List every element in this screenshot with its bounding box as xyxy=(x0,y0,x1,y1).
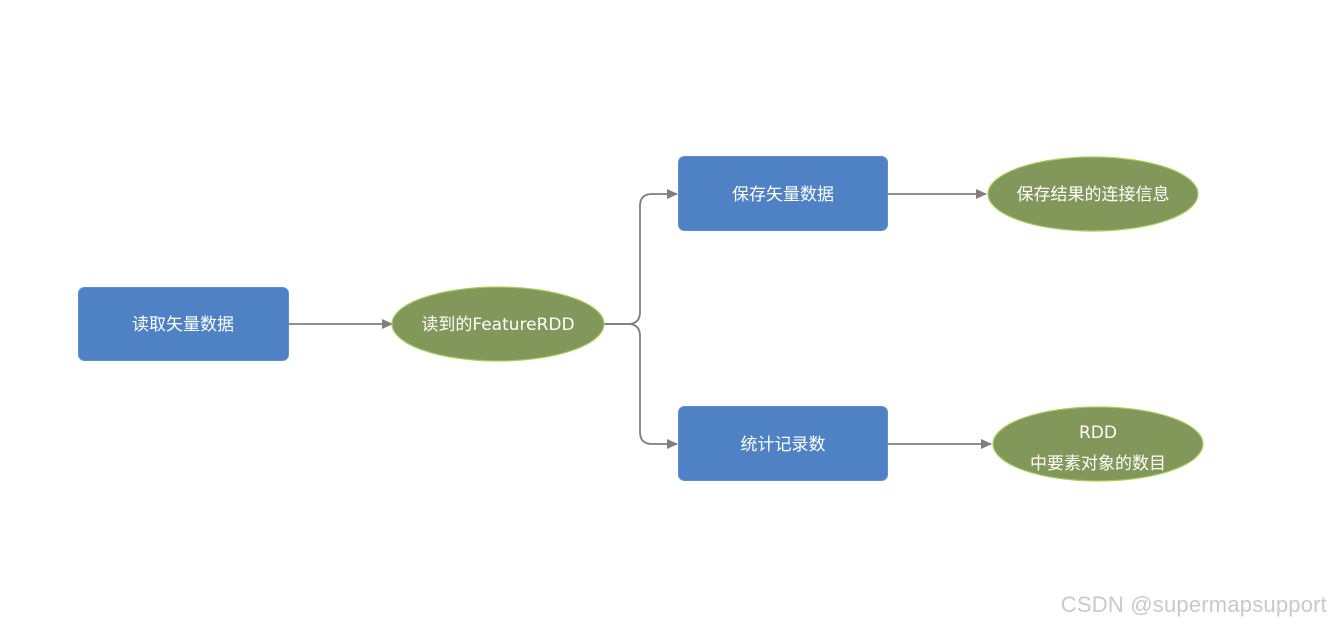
node-feature-rdd-label: 读到的FeatureRDD xyxy=(421,315,574,335)
node-save-vector: 保存矢量数据 xyxy=(678,156,888,231)
node-save-vector-box xyxy=(678,156,888,231)
node-rdd-count: RDD 中要素对象的数目 xyxy=(992,406,1204,482)
node-save-result-label: 保存结果的连接信息 xyxy=(1017,185,1170,205)
node-read-vector-label: 读取矢量数据 xyxy=(132,315,234,335)
node-count-records-box xyxy=(678,406,888,481)
node-read-vector: 读取矢量数据 xyxy=(78,287,289,361)
node-rdd-count-label-line1: RDD xyxy=(1079,423,1117,443)
node-save-result: 保存结果的连接信息 xyxy=(987,156,1199,232)
node-save-vector-label: 保存矢量数据 xyxy=(732,185,834,205)
watermark: CSDN @supermapsupport xyxy=(1060,592,1327,617)
node-feature-rdd: 读到的FeatureRDD xyxy=(391,286,605,362)
node-feature-rdd-ellipse xyxy=(391,286,605,362)
edge-featurerdd-to-save-vector xyxy=(604,189,678,325)
node-read-vector-box xyxy=(78,287,289,361)
node-count-records: 统计记录数 xyxy=(678,406,888,481)
node-rdd-count-ellipse xyxy=(992,406,1204,482)
edge-featurerdd-to-count xyxy=(604,323,678,449)
node-save-result-ellipse xyxy=(987,156,1199,232)
node-count-records-label: 统计记录数 xyxy=(741,435,826,455)
node-rdd-count-label-line2: 中要素对象的数目 xyxy=(1030,454,1166,474)
